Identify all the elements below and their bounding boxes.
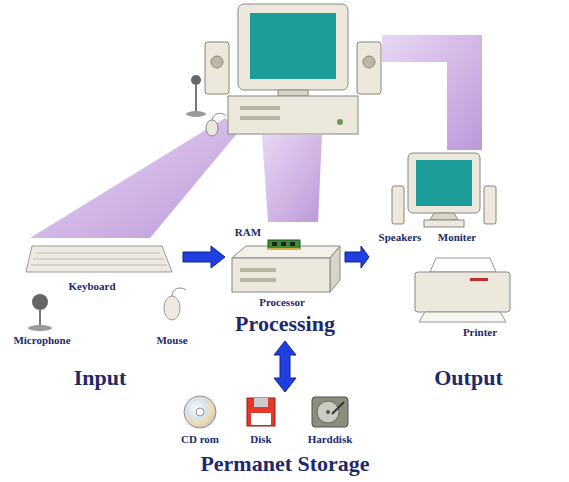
ram-chip	[290, 242, 295, 246]
keyboard-icon	[33, 259, 164, 260]
device-label: Microphone	[13, 334, 70, 346]
flow-arrow	[274, 341, 296, 392]
harddisk-icon	[332, 402, 344, 414]
floppy-disk-icon	[254, 398, 268, 407]
mouse-icon	[164, 296, 180, 320]
group-region: Output	[372, 150, 565, 392]
ram-chip	[268, 240, 300, 249]
speaker-icon	[363, 56, 375, 68]
mouse-icon	[206, 120, 218, 136]
processor-unit	[240, 278, 276, 282]
device-label: Speakers	[379, 231, 422, 243]
printer-icon	[415, 272, 510, 312]
cd-icon	[184, 396, 216, 428]
monitor-icon	[238, 4, 348, 96]
microphone-icon	[186, 111, 206, 117]
keyboard-icon	[26, 246, 172, 272]
microphone-icon	[186, 75, 206, 117]
floppy-disk-icon	[247, 398, 275, 426]
microphone-icon	[28, 325, 52, 331]
computer-case	[240, 106, 280, 110]
keyboard-icon	[26, 246, 172, 272]
flow-arrow	[345, 246, 369, 268]
microphone-icon	[195, 85, 197, 112]
harddisk-icon	[312, 397, 348, 427]
device-label: CD rom	[181, 433, 219, 445]
device-label: Disk	[250, 433, 271, 445]
printer-icon	[430, 258, 496, 272]
harddisk-icon	[326, 410, 330, 414]
monitor-icon	[250, 13, 336, 79]
ram-chip	[268, 248, 300, 250]
data-band	[262, 135, 322, 222]
cd-icon	[196, 408, 204, 416]
flow-arrow	[183, 246, 225, 268]
processor-unit	[240, 268, 276, 272]
keyboard-icon	[31, 265, 167, 266]
computer-case	[228, 96, 358, 134]
mouse-icon	[164, 288, 186, 320]
microphone-icon	[28, 294, 52, 331]
printer-icon	[415, 258, 510, 322]
speaker-icon	[392, 186, 404, 224]
ram-chip	[268, 240, 300, 249]
section-title: Output	[434, 366, 502, 390]
computer-case	[228, 96, 358, 134]
speaker-icon	[484, 186, 496, 224]
ram-chip	[281, 242, 286, 246]
mouse-icon	[172, 288, 186, 296]
microphone-icon	[191, 75, 201, 85]
device-label: RAM	[235, 226, 261, 238]
monitor-icon	[416, 160, 472, 206]
device-label: Mouse	[156, 334, 187, 346]
device-label: Moniter	[438, 231, 476, 243]
monitor-icon	[238, 4, 348, 90]
speaker-icon	[211, 56, 223, 68]
monitor-icon	[424, 220, 464, 227]
mouse-icon	[206, 113, 226, 136]
microphone-icon	[32, 294, 48, 310]
group-region: Input	[20, 200, 180, 392]
printer-icon	[470, 278, 488, 281]
speaker-icon	[205, 42, 229, 94]
section-title: Processing	[235, 312, 335, 336]
computer-case	[240, 116, 280, 120]
ram-chip	[272, 242, 277, 246]
harddisk-icon	[317, 401, 339, 423]
device-label: Keyboard	[68, 280, 115, 292]
processor-unit	[232, 258, 330, 292]
keyboard-icon	[36, 253, 160, 254]
monitor-icon	[408, 153, 480, 227]
computer-case	[337, 119, 343, 125]
floppy-disk-icon	[247, 398, 275, 426]
group-region: Processing	[228, 225, 342, 338]
printer-icon	[419, 312, 506, 322]
section-title: Input	[74, 366, 127, 390]
cd-icon	[184, 396, 216, 428]
device-label: Processor	[259, 296, 305, 308]
device-label: Printer	[463, 326, 497, 338]
data-band	[30, 118, 240, 238]
processor-unit	[232, 246, 340, 292]
monitor-icon	[430, 213, 458, 220]
section-title: Permanet Storage	[200, 452, 369, 476]
monitor-icon	[408, 153, 480, 213]
speaker-icon	[357, 42, 381, 94]
processor-unit	[330, 246, 340, 292]
microphone-icon	[39, 310, 41, 326]
floppy-disk-icon	[251, 413, 271, 425]
device-label: Harddisk	[308, 433, 353, 445]
harddisk-icon	[312, 397, 348, 427]
data-band	[382, 35, 482, 150]
monitor-icon	[278, 90, 308, 96]
mouse-icon	[212, 113, 226, 120]
